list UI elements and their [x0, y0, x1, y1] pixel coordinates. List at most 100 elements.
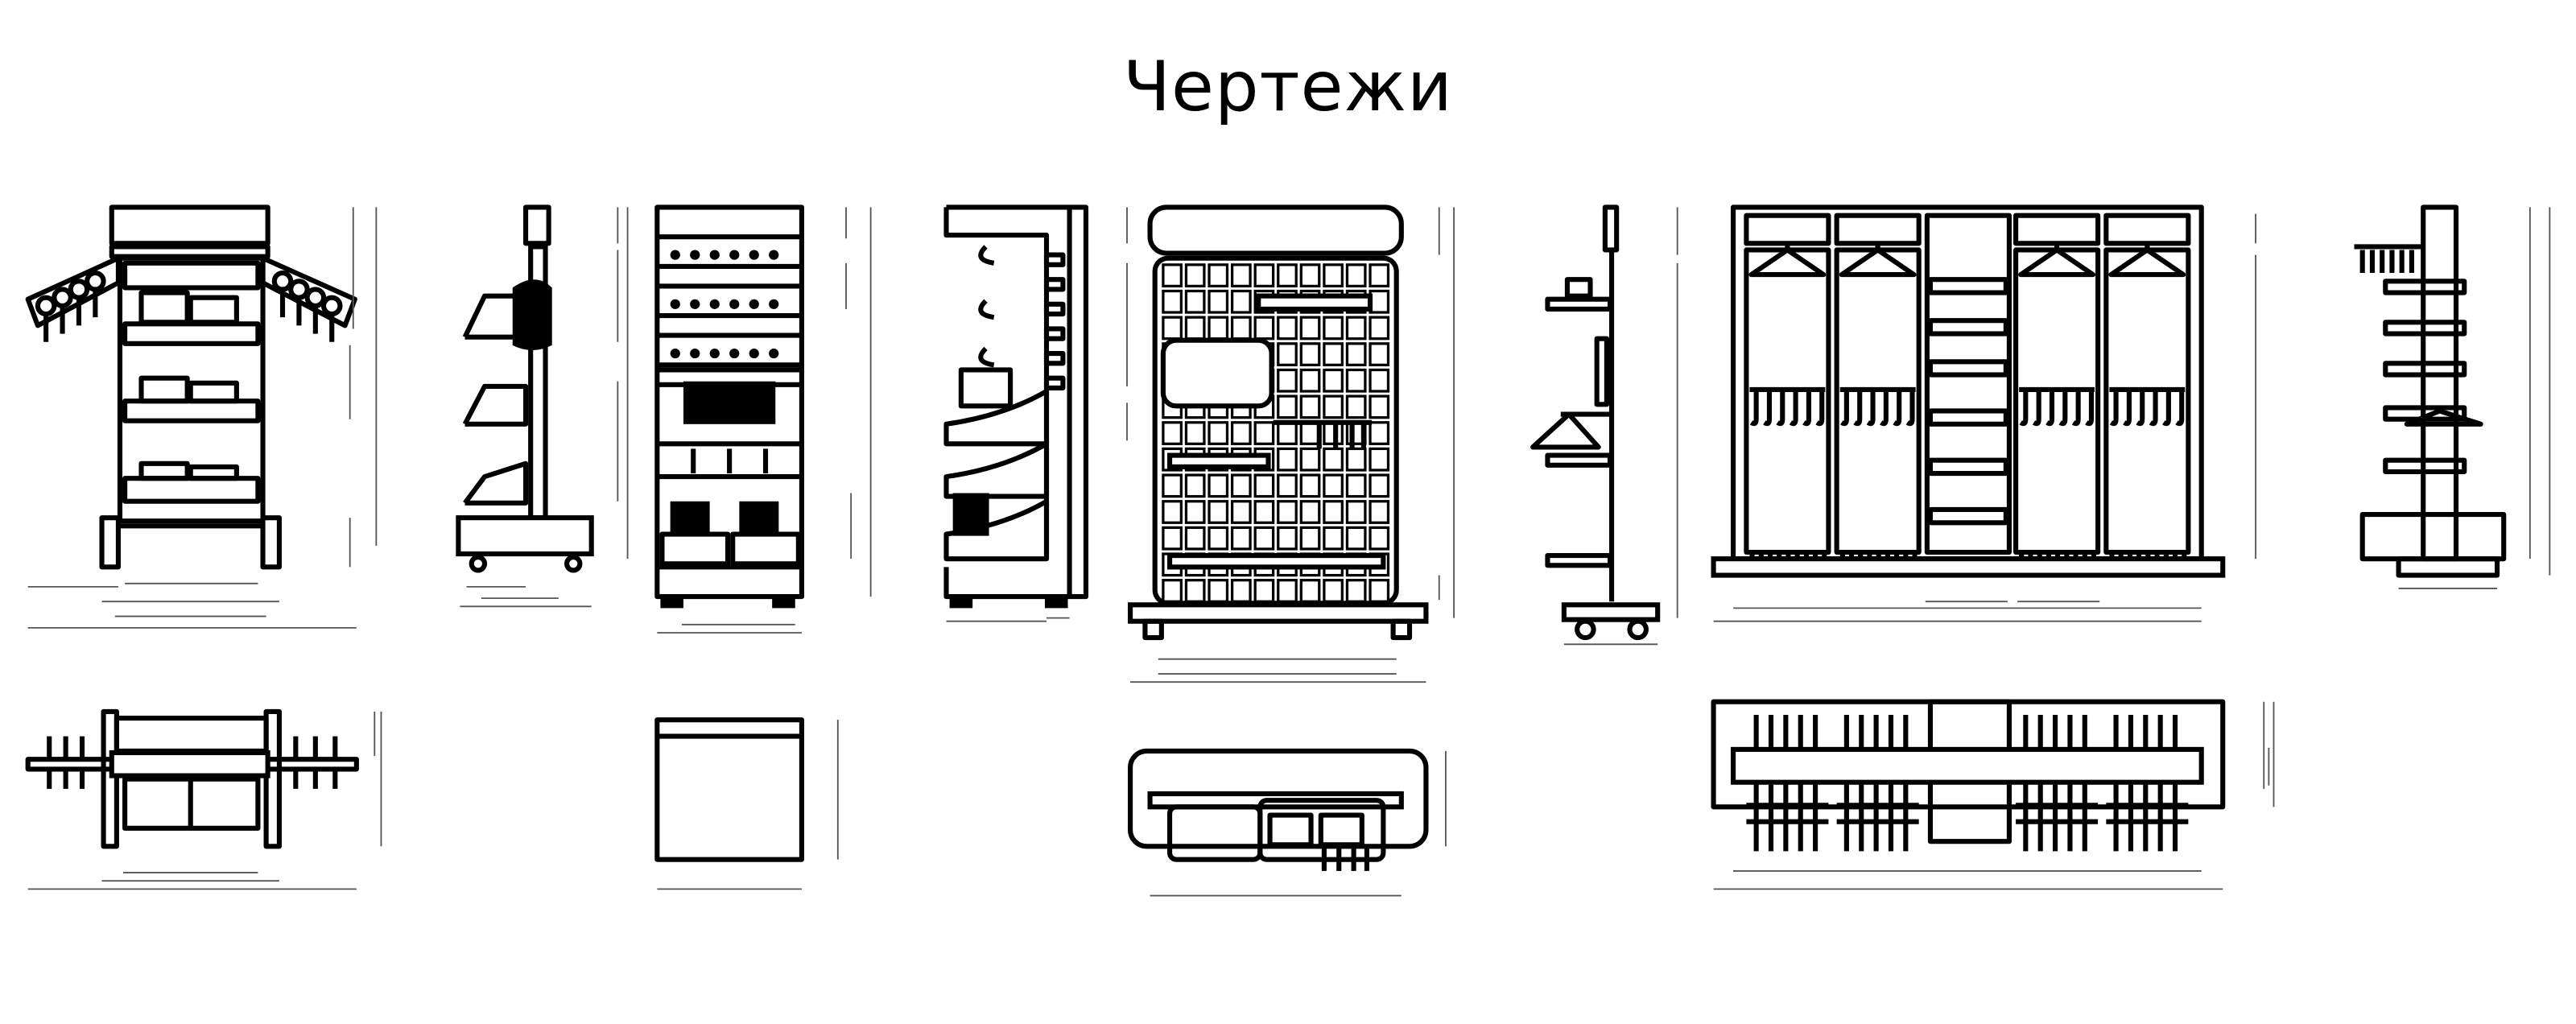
drawing-detail — [1208, 263, 1229, 288]
drawing-detail — [1767, 550, 1773, 558]
drawing-detail — [1208, 316, 1229, 341]
drawing-detail — [1848, 550, 1855, 558]
hook-icon — [1776, 389, 1785, 427]
drawing-detail — [1345, 526, 1367, 551]
drawing-detail — [1368, 421, 1390, 445]
drawing-detail — [1162, 289, 1183, 314]
drawing-detail — [1184, 289, 1206, 314]
drawing-detail — [1277, 421, 1298, 445]
drawing-detail — [1839, 550, 1845, 558]
page-title: Чертежи — [1123, 47, 1453, 127]
drawing-detail — [1230, 473, 1252, 498]
hook-icon — [1763, 389, 1773, 427]
drawing-detail — [1253, 263, 1275, 288]
drawing-detail — [1876, 550, 1881, 558]
drawing-detail — [1253, 473, 1275, 498]
drawing-detail — [1299, 368, 1321, 393]
product-icon — [690, 250, 700, 260]
drawing-detail — [1208, 526, 1229, 551]
drawing-detail — [1785, 550, 1791, 558]
product-icon — [749, 348, 759, 359]
drawing-detail — [1299, 421, 1321, 445]
hook-icon — [2136, 389, 2145, 427]
drawing-detail — [2046, 550, 2051, 558]
drawing-detail — [1299, 394, 1321, 419]
drawing-detail — [1803, 550, 1809, 558]
drawing-detail — [1277, 473, 1298, 498]
product-icon — [769, 348, 779, 359]
drawing-detail — [1184, 526, 1206, 551]
hook-icon — [1905, 389, 1915, 427]
drawing-detail — [1277, 368, 1298, 393]
drawing-detail — [1323, 500, 1344, 524]
drawing-cabinet-side — [943, 204, 1128, 622]
drawing-detail — [1253, 500, 1275, 524]
drawing-detail — [1345, 500, 1367, 524]
hook-icon — [2085, 389, 2095, 427]
hook-icon — [304, 287, 327, 308]
drawing-pole-stand-side — [456, 204, 629, 608]
drawing-detail — [2145, 550, 2151, 558]
drawing-detail — [1299, 579, 1321, 603]
product-icon — [709, 299, 720, 309]
drawing-detail — [1345, 447, 1367, 472]
drawing-detail — [1927, 359, 2008, 378]
hook-icon — [1866, 389, 1876, 427]
drawing-detail — [1323, 316, 1344, 341]
product-icon — [749, 299, 759, 309]
drawing-detail — [1230, 316, 1252, 341]
drawing-detail — [2037, 550, 2042, 558]
drawing-detail — [1299, 316, 1321, 341]
drawing-detail — [2163, 550, 2169, 558]
drawing-detail — [2055, 550, 2061, 558]
drawing-grid-panel-top — [1128, 748, 1447, 897]
drawing-detail — [1299, 342, 1321, 366]
drawing-detail — [1277, 526, 1298, 551]
drawing-detail — [1345, 368, 1367, 393]
drawing-cabinet-front — [654, 204, 872, 634]
hook-icon — [2162, 389, 2171, 427]
drawing-rack-front — [25, 204, 378, 629]
hook-icon — [2175, 389, 2185, 427]
hook-icon — [2046, 389, 2055, 427]
drawing-detail — [1927, 506, 2008, 526]
hook-icon — [1893, 389, 1902, 427]
drawing-detail — [1903, 550, 1909, 558]
drawing-detail — [1277, 263, 1298, 288]
drawing-detail — [1208, 421, 1229, 445]
drawing-detail — [1277, 394, 1298, 419]
drawing-detail — [1162, 526, 1183, 551]
drawing-detail — [1822, 550, 1827, 558]
drawing-detail — [1345, 473, 1367, 498]
hook-icon — [2149, 389, 2158, 427]
drawing-detail — [1323, 579, 1344, 603]
drawing-detail — [1323, 526, 1344, 551]
drawing-detail — [1323, 394, 1344, 419]
hook-icon — [52, 287, 73, 308]
drawing-detail — [1368, 579, 1390, 603]
hook-icon — [85, 270, 106, 292]
drawing-detail — [1345, 342, 1367, 366]
drawing-grid-panel-front — [1128, 204, 1455, 683]
drawing-detail — [1794, 550, 1800, 558]
product-icon — [690, 299, 700, 309]
drawing-detail — [1323, 368, 1344, 393]
drawing-detail — [2118, 550, 2124, 558]
drawing-detail — [1777, 550, 1782, 558]
drawing-detail — [1345, 579, 1367, 603]
drawing-detail — [2103, 213, 2191, 246]
drawing-detail — [1184, 473, 1206, 498]
hanger-icon — [1839, 243, 1917, 278]
hook-icon — [1840, 389, 1849, 427]
drawing-wardrobe-front — [1711, 204, 2256, 622]
drawing-detail — [1894, 550, 1900, 558]
product-icon — [769, 250, 779, 260]
drawing-detail — [1253, 579, 1275, 603]
drawing-detail — [1924, 213, 2012, 555]
drawing-detail — [2013, 213, 2101, 246]
hook-icon — [271, 270, 294, 292]
drawing-detail — [1323, 263, 1344, 288]
drawing-detail — [1162, 263, 1183, 288]
drawing-detail — [2127, 550, 2132, 558]
